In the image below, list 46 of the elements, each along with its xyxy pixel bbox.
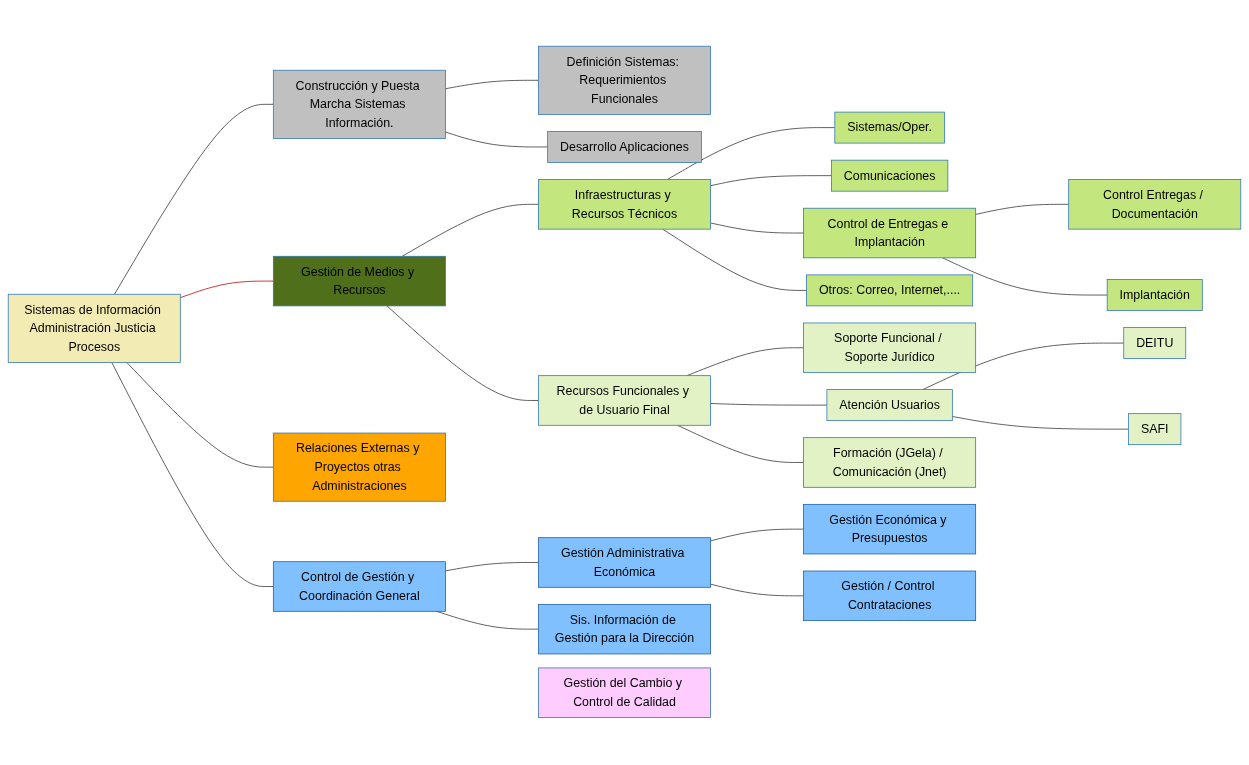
connector [975, 203, 1070, 215]
node-box: Recursos Funcionales y de Usuario Final [538, 375, 711, 426]
node-box: Control Entregas / Documentación [1068, 179, 1242, 230]
connector [942, 257, 1108, 296]
connector [710, 583, 804, 597]
connector [445, 131, 548, 148]
connector [666, 127, 836, 180]
connector [662, 228, 807, 291]
node-box: Gestión Económica y Presupuestos [803, 503, 977, 555]
connector [386, 305, 539, 401]
node-box: DEITU [1123, 327, 1187, 359]
node-box: Gestión de Medios y Recursos [272, 255, 446, 307]
connector [710, 175, 832, 186]
connector [126, 361, 274, 468]
node-box: Sis. Información de Gestión para la Dirección [538, 603, 711, 655]
connector [710, 402, 828, 406]
connector [179, 280, 274, 298]
node-box: Implantación [1106, 279, 1203, 311]
node-box: Definición Sistemas: Requerimientos Funcionales [538, 45, 711, 115]
node-box: Formación (JGela) / Comunicación (Jnet) [803, 437, 977, 488]
node-box: Gestión Administrativa Económica [538, 537, 711, 588]
connector [951, 415, 1129, 430]
connector [111, 361, 274, 587]
connector [710, 222, 804, 234]
connector [445, 79, 539, 89]
node-box: Gestión / Control Contrataciones [803, 570, 977, 621]
node-box: Sistemas/Oper. [834, 111, 945, 144]
node-box: Otros: Correo, Internet,.... [806, 274, 974, 307]
node-box: Comunicaciones [831, 159, 949, 192]
node-box: SAFI [1128, 413, 1182, 445]
connector [710, 528, 804, 542]
node-box: Atención Usuarios [826, 389, 953, 421]
node-box: Relaciones Externas y Proyectos otras Administraciones [272, 432, 446, 502]
node-box: Control de Gestión y Coordinación General [272, 561, 446, 612]
connector [114, 103, 274, 295]
node-box: Infraestructuras y Recursos Técnicos [538, 179, 711, 230]
node-box: Desarrollo Aplicaciones [547, 130, 702, 163]
connector [922, 342, 1125, 390]
connector [401, 203, 539, 257]
node-box: Sistemas de Información Administración Justicia Procesos [7, 293, 181, 363]
node-box: Gestión del Cambio y Control de Calidad [538, 667, 711, 718]
connector [677, 424, 804, 463]
node-box: Control de Entregas e Implantación [803, 207, 977, 259]
node-box: Soporte Funcional / Soporte Jurídico [803, 322, 977, 373]
node-box: Construcción y Puesta Marcha Sistemas Información. [272, 69, 446, 139]
connector [445, 561, 539, 572]
